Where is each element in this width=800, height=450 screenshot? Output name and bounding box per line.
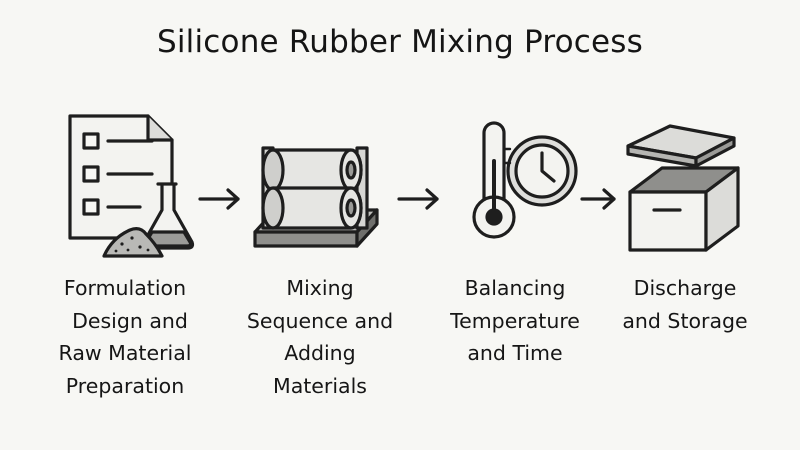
step-label-line: Balancing bbox=[464, 276, 566, 300]
step-label-line: and Storage bbox=[622, 308, 748, 333]
flow-arrow-1 bbox=[198, 188, 240, 210]
step-label-line: Design and bbox=[72, 308, 188, 333]
step-label-line: Raw Material bbox=[58, 341, 192, 365]
flow-arrow-2 bbox=[397, 188, 439, 210]
step-label-line: Formulation bbox=[63, 276, 187, 300]
step-label-line: Materials bbox=[273, 373, 367, 398]
step-label-line: Mixing bbox=[286, 276, 354, 300]
step-label-line: Temperature bbox=[450, 308, 580, 333]
step-label-line: Preparation bbox=[65, 373, 185, 398]
diagram-title: Silicone Rubber Mixing Process bbox=[156, 24, 643, 60]
storage-box-icon bbox=[618, 118, 768, 278]
step-label-line: Adding bbox=[284, 341, 356, 365]
step-label-line: Sequence and bbox=[246, 308, 394, 333]
step-label-line: Discharge bbox=[633, 276, 737, 300]
step-label-4: Discharge and Storage bbox=[595, 272, 775, 337]
thermometer-clock-icon bbox=[460, 115, 610, 275]
step-label-1: Formulation Design and Raw Material Prep… bbox=[30, 272, 220, 402]
step-label-2: Mixing Sequence and Adding Materials bbox=[225, 272, 415, 402]
formulation-document-icon bbox=[60, 110, 210, 270]
step-label-line: and Time bbox=[467, 341, 563, 365]
step-label-3: Balancing Temperature and Time bbox=[420, 272, 610, 370]
mixing-rollers-icon bbox=[245, 130, 395, 290]
flow-arrow-3 bbox=[580, 188, 616, 210]
